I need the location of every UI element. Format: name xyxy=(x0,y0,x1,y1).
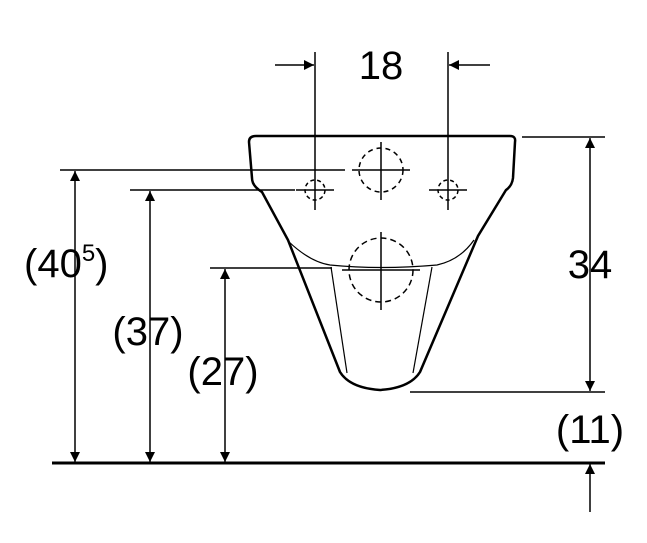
toilet-body xyxy=(247,134,517,392)
label-height-27: (27) xyxy=(187,350,258,394)
mounting-holes xyxy=(296,142,467,310)
label-height-37: (37) xyxy=(112,310,183,354)
toilet-rim-curve xyxy=(287,239,475,269)
label-top-width: 18 xyxy=(359,44,404,88)
toilet-inner-right xyxy=(412,266,433,374)
label-right-height: 34 xyxy=(568,243,613,287)
label-height-405: (405) xyxy=(24,240,109,286)
label-bottom-clearance: (11) xyxy=(556,408,624,452)
toilet-outline xyxy=(247,134,517,392)
dimension-arrows xyxy=(70,60,595,512)
toilet-inner-left xyxy=(330,266,348,374)
extension-lines xyxy=(60,52,605,393)
